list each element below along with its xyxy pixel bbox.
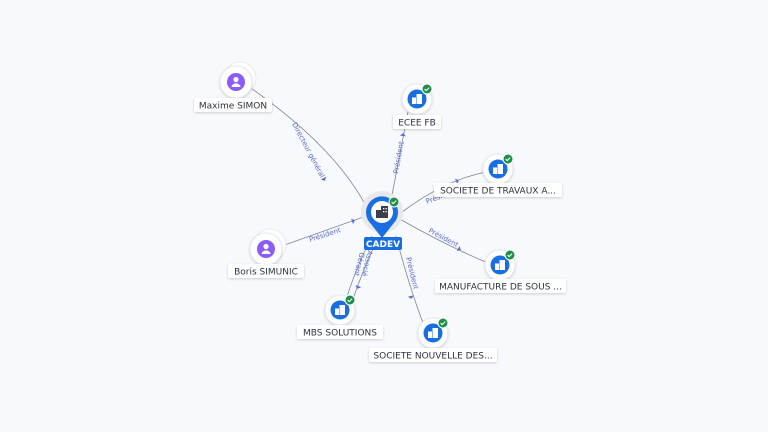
arrow-mbs	[355, 285, 362, 289]
person-icon-head	[233, 76, 239, 83]
arrow-ecee	[399, 133, 406, 137]
edge-label-boris: Président	[308, 226, 342, 244]
building-icon	[412, 94, 422, 104]
node-boris-simunic[interactable]: Boris SIMUNIC	[228, 228, 304, 278]
node-label: ECEE FB	[398, 119, 436, 129]
arrow-maxime	[320, 176, 327, 181]
node-label: Boris SIMUNIC	[234, 268, 298, 278]
node-label-box	[435, 279, 566, 293]
center-node-cadev[interactable]: CADEV	[361, 191, 403, 250]
person-icon-head	[263, 243, 269, 250]
node-label-box	[194, 98, 272, 112]
arrow-nouvelle	[407, 295, 414, 299]
check-badge-icon	[502, 153, 514, 165]
person-icon-body	[261, 250, 271, 254]
node-label: MBS SOLUTIONS	[303, 329, 377, 339]
node-label-box	[369, 348, 497, 362]
node-label: Maxime SIMON	[199, 102, 267, 112]
check-badge-icon	[504, 249, 516, 261]
arrow-manufacture	[456, 245, 461, 252]
building-icon	[428, 328, 438, 338]
node-label-box	[393, 115, 441, 129]
check-mark-icon	[391, 200, 397, 205]
edge-label-manufacture: Président	[427, 227, 460, 250]
edge-arrows	[320, 133, 461, 299]
arrow-boris	[351, 218, 355, 225]
building-icon	[493, 164, 503, 174]
node-label-box	[434, 183, 562, 197]
node-label-box	[297, 325, 383, 339]
edge-manufacture	[397, 217, 489, 264]
node-label: MANUFACTURE DE SOUS ...	[439, 283, 562, 293]
node-label-box	[228, 264, 304, 278]
company-icon	[376, 206, 388, 218]
building-icon	[495, 260, 505, 270]
arrow-travaux	[455, 178, 459, 185]
node-mbs-solutions[interactable]: MBS SOLUTIONS	[297, 294, 383, 339]
node-label: SOCIETE DE TRAVAUX A...	[440, 187, 556, 197]
check-badge-icon	[421, 83, 433, 95]
center-label-box	[364, 237, 402, 250]
check-mark-icon	[505, 157, 511, 162]
node-societe-de-travaux[interactable]: SOCIETE DE TRAVAUX A...	[434, 153, 562, 197]
check-mark-icon	[440, 321, 446, 326]
check-badge-icon	[437, 317, 449, 329]
building-icon	[335, 305, 345, 315]
person-icon-body	[231, 83, 241, 87]
center-label: CADEV	[366, 240, 400, 250]
check-mark-icon	[424, 87, 430, 92]
edge-label-ecee: Président	[392, 141, 406, 175]
node-label: SOCIETE NOUVELLE DES...	[373, 352, 492, 362]
node-maxime-simon[interactable]: Maxime SIMON	[194, 61, 272, 112]
node-manufacture-de-sous[interactable]: MANUFACTURE DE SOUS ...	[435, 249, 566, 293]
edge-label-maxime: Directeur général	[290, 121, 326, 179]
node-ecee-fb[interactable]: ECEE FB	[393, 83, 441, 129]
check-mark-icon	[347, 298, 353, 303]
check-badge-icon	[344, 294, 356, 306]
check-badge-icon	[388, 196, 400, 208]
node-societe-nouvelle[interactable]: SOCIETE NOUVELLE DES...	[369, 317, 497, 362]
check-mark-icon	[507, 253, 513, 258]
